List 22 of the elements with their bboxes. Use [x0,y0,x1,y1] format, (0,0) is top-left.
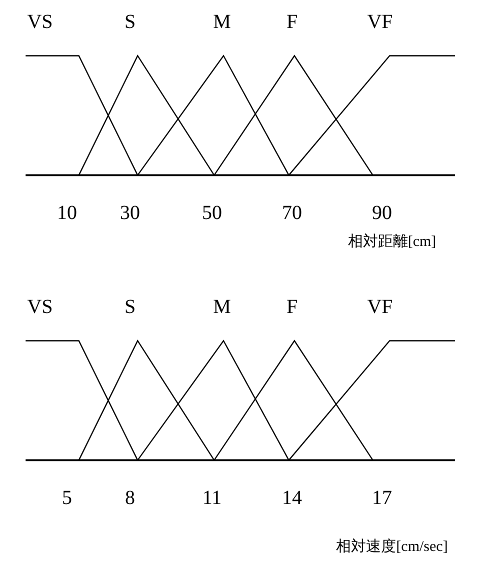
fuzzy-set-label: M [213,297,231,317]
tick-label: 14 [282,488,302,508]
fuzzy-set-label: F [286,12,298,32]
tick-label: 30 [120,203,140,223]
fuzzy-set-label: F [286,297,298,317]
tick-label: 10 [57,203,77,223]
tick-label: 11 [202,488,222,508]
tick-label: 5 [62,488,72,508]
axis-title: 相対速度[cm/sec] [336,540,448,555]
tick-label: 8 [125,488,135,508]
axis-title: 相対距離[cm] [348,235,436,250]
fuzzy-set-label: VS [27,297,53,317]
fuzzy-set-label: VS [27,12,53,32]
tick-label: 50 [202,203,222,223]
fuzzy-set-label: VF [367,12,393,32]
tick-label: 17 [372,488,392,508]
fuzzy-set-label: S [124,297,136,317]
fuzzy-set-label: M [213,12,231,32]
tick-label: 90 [372,203,392,223]
fuzzy-set-label: VF [367,297,393,317]
fuzzy-set-label: S [124,12,136,32]
tick-label: 70 [282,203,302,223]
